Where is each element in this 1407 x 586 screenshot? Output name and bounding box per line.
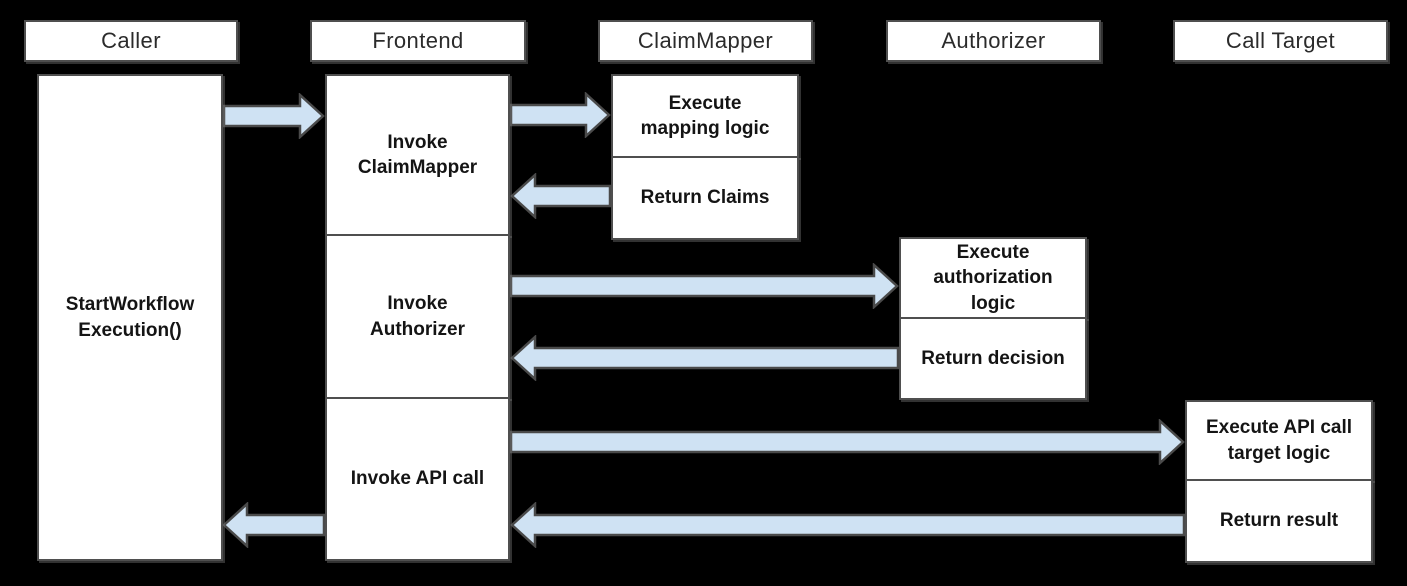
claimmapper-step-execute-mapping-logic: Execute mapping logic <box>611 74 799 158</box>
calltarget-step-return-result: Return result <box>1185 479 1373 563</box>
lane-header-claimmapper: ClaimMapper <box>598 20 813 62</box>
frontend-step-invoke-claimmapper: Invoke ClaimMapper <box>325 74 510 236</box>
calltarget-step-execute-api-call-target-logic: Execute API call target logic <box>1185 400 1373 481</box>
lane-header-caller: Caller <box>24 20 238 62</box>
frontend-step-invoke-authorizer: Invoke Authorizer <box>325 234 510 399</box>
arrow-frontend-to-caller <box>222 502 325 548</box>
arrow-frontend-to-calltarget <box>510 419 1185 465</box>
arrow-calltarget-to-frontend <box>510 502 1185 548</box>
lane-header-calltarget: Call Target <box>1173 20 1388 62</box>
lane-header-authorizer: Authorizer <box>886 20 1101 62</box>
authorizer-step-execute-authorization-logic: Execute authorization logic <box>899 237 1087 319</box>
arrow-claimmapper-to-frontend <box>510 173 611 219</box>
arrow-frontend-to-authorizer <box>510 263 899 309</box>
frontend-step-invoke-api-call: Invoke API call <box>325 397 510 561</box>
lane-header-frontend: Frontend <box>310 20 526 62</box>
arrow-authorizer-to-frontend <box>510 335 899 381</box>
authorizer-step-return-decision: Return decision <box>899 317 1087 400</box>
arrow-frontend-to-claimmapper <box>510 92 611 138</box>
arrow-caller-to-frontend <box>223 93 325 139</box>
caller-activity-startworkflowexecution: StartWorkflow Execution() <box>37 74 223 561</box>
claimmapper-step-return-claims: Return Claims <box>611 156 799 240</box>
